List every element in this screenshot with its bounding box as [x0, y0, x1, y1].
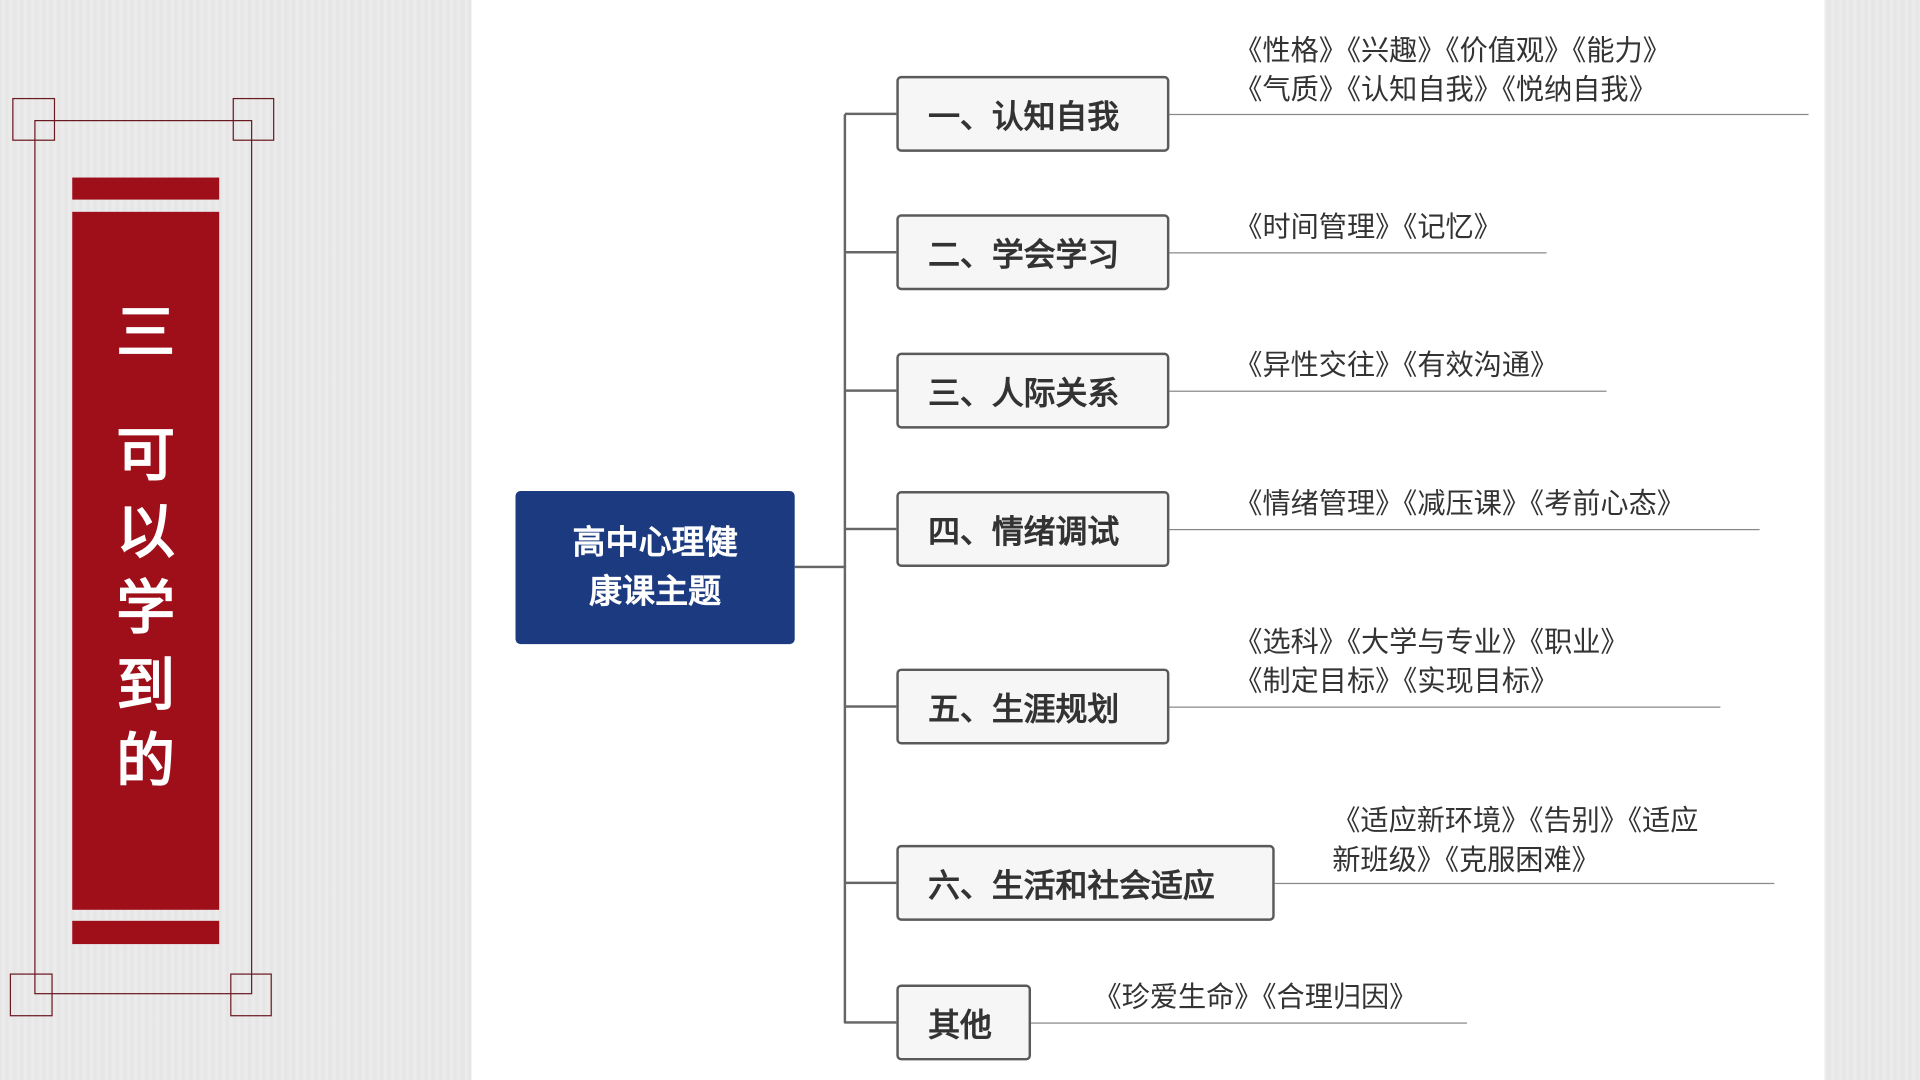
branch-connector: [844, 527, 897, 531]
leaf-underline: [1169, 252, 1547, 254]
branch-connector: [844, 389, 897, 392]
leaf-topics: 《时间管理》《记忆》: [1234, 211, 1502, 244]
branch-connector: [844, 881, 897, 885]
leaf-topics: 新班级》《克服困难》: [1332, 844, 1600, 877]
root-label-line1: 高中心理健: [572, 523, 738, 562]
branch-node: 三、人际关系: [896, 352, 1170, 429]
leaf-topics: 《珍爱生命》《合理归因》: [1093, 982, 1418, 1014]
leaf-underline: [1031, 1022, 1467, 1024]
leaf-underline: [1169, 390, 1607, 392]
red-bar-bottom: [72, 920, 220, 945]
red-bar-top: [72, 177, 220, 200]
leaf-topics: 《气质》《认知自我》《悦纳自我》: [1234, 74, 1657, 107]
branch-connector: [844, 705, 897, 708]
root-node: 高中心理健 康课主题: [515, 491, 795, 645]
leaf-underline: [1274, 882, 1775, 885]
red-title-banner: [72, 211, 220, 910]
leaf-underline: [1169, 528, 1760, 531]
leaf-topics: 《情绪管理》《减压课》《考前心态》: [1234, 488, 1685, 521]
branch-connector: [844, 1021, 897, 1024]
leaf-topics: 《异性交往》《有效沟通》: [1234, 350, 1559, 383]
section-title-char: 到: [116, 651, 176, 721]
frame-border: [34, 120, 253, 995]
root-connector: [794, 565, 847, 569]
branch-node: 二、学会学习: [896, 214, 1170, 291]
leaf-underline: [1169, 113, 1809, 116]
frame-corner: [232, 97, 275, 141]
frame-corner: [12, 97, 56, 141]
section-title-char: 以: [116, 498, 176, 567]
section-title-char: 可: [116, 421, 176, 490]
trunk-line: [843, 113, 847, 1024]
leaf-topics: 《制定目标》《实现目标》: [1234, 666, 1559, 698]
root-label-line2: 康课主题: [588, 572, 722, 611]
leaf-topics: 《选科》《大学与专业》《职业》: [1234, 626, 1629, 659]
frame-corner: [230, 973, 272, 1017]
branch-node: 五、生涯规划: [896, 668, 1170, 745]
branch-node: 六、生活和社会适应: [896, 844, 1275, 921]
section-title-char: 学: [116, 574, 176, 643]
section-title-char: 的: [116, 727, 176, 796]
branch-connector: [844, 112, 897, 116]
leaf-underline: [1169, 706, 1721, 708]
branch-node: 其他: [896, 984, 1032, 1061]
frame-corner: [9, 973, 53, 1017]
branch-node: 四、情绪调试: [896, 491, 1170, 567]
section-title-char: 三: [116, 298, 176, 368]
leaf-topics: 《性格》《兴趣》《价值观》《能力》: [1234, 35, 1671, 68]
branch-connector: [844, 251, 897, 254]
leaf-topics: 《适应新环境》《告别》《适应: [1332, 805, 1699, 838]
branch-node: 一、认知自我: [896, 75, 1170, 152]
